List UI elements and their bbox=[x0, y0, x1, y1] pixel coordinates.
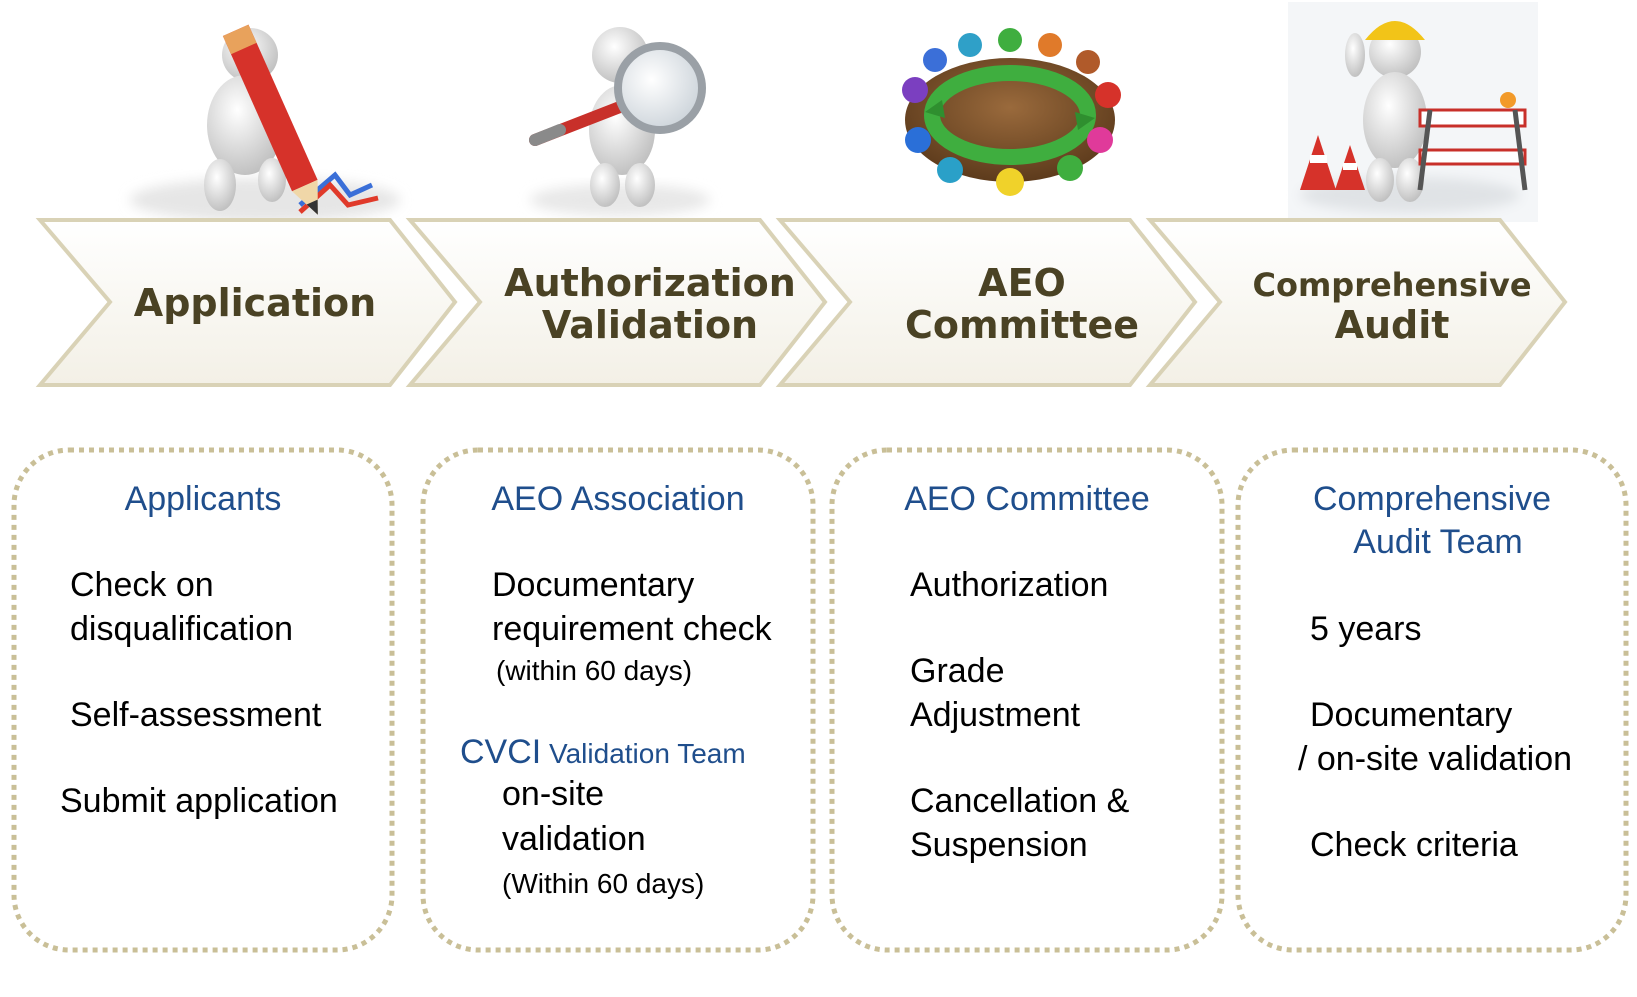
card-item-line: Adjustment bbox=[910, 696, 1081, 734]
card-item-line: validation bbox=[502, 820, 646, 858]
card-comprehensive-audit-team: Comprehensive Audit Team 5 years Documen… bbox=[1235, 447, 1629, 953]
chevron-aeo-committee: AEO Committee bbox=[775, 218, 1198, 387]
card-item-line: 5 years bbox=[1310, 610, 1422, 648]
stage-label-line: Application bbox=[134, 281, 376, 325]
card-item-line: (within 60 days) bbox=[496, 655, 692, 686]
process-chevrons: Application Authorization Validation AEO… bbox=[35, 218, 1568, 387]
stage-label-line: Committee bbox=[905, 303, 1139, 347]
stage-label-line: Audit bbox=[1335, 303, 1450, 347]
card-item-line: on-site bbox=[502, 775, 604, 813]
card-item-line: Cancellation & bbox=[910, 782, 1130, 820]
card-item-line: Check criteria bbox=[1310, 826, 1518, 864]
card-item-line: disqualification bbox=[70, 610, 293, 648]
card-aeo-committee: AEO Committee Authorization Grade Adjust… bbox=[829, 447, 1225, 953]
card-sub-heading-prefix: CVCI bbox=[460, 733, 541, 771]
stage-label-line: AEO bbox=[978, 261, 1066, 305]
card-item-line: Check on bbox=[70, 566, 214, 604]
card-item-line: / on-site validation bbox=[1298, 740, 1572, 778]
construction-worker-barrier-icon bbox=[1288, 2, 1538, 222]
stage-label-line: Authorization bbox=[504, 261, 796, 305]
figure-with-magnifying-glass-icon bbox=[529, 27, 710, 216]
card-heading: AEO Committee bbox=[904, 480, 1150, 518]
card-item-line: Self-assessment bbox=[70, 696, 322, 734]
card-heading: Audit Team bbox=[1353, 523, 1522, 561]
card-sub-heading: CVCI Validation Team bbox=[460, 733, 746, 771]
card-applicants: Applicants Check on disqualification Sel… bbox=[11, 447, 395, 953]
card-item-line: (Within 60 days) bbox=[502, 868, 704, 899]
detail-cards: Applicants Check on disqualification Sel… bbox=[11, 447, 1629, 953]
card-sub-heading-rest: Validation Team bbox=[541, 738, 745, 769]
card-heading: AEO Association bbox=[491, 480, 744, 518]
card-item-line: Documentary bbox=[1310, 696, 1512, 734]
committee-round-table-icon bbox=[902, 28, 1121, 196]
card-item-line: Suspension bbox=[910, 826, 1088, 864]
card-item-line: Documentary bbox=[492, 566, 694, 604]
chevron-authorization-validation: Authorization Validation bbox=[405, 218, 828, 387]
card-item-line: Submit application bbox=[60, 782, 338, 820]
card-aeo-association: AEO Association Documentary requirement … bbox=[420, 447, 816, 953]
card-item-line: Authorization bbox=[910, 566, 1108, 604]
card-item-line: requirement check bbox=[492, 610, 773, 648]
figure-writing-with-pencil-icon bbox=[130, 24, 400, 222]
card-heading: Comprehensive bbox=[1313, 480, 1551, 518]
stage-label-line: Comprehensive bbox=[1252, 266, 1531, 304]
chevron-application: Application bbox=[35, 218, 458, 387]
card-item-line: Grade bbox=[910, 652, 1005, 690]
stage-label-line: Validation bbox=[542, 303, 758, 347]
chevron-comprehensive-audit: Comprehensive Audit bbox=[1145, 218, 1568, 387]
card-heading: Applicants bbox=[125, 480, 282, 518]
